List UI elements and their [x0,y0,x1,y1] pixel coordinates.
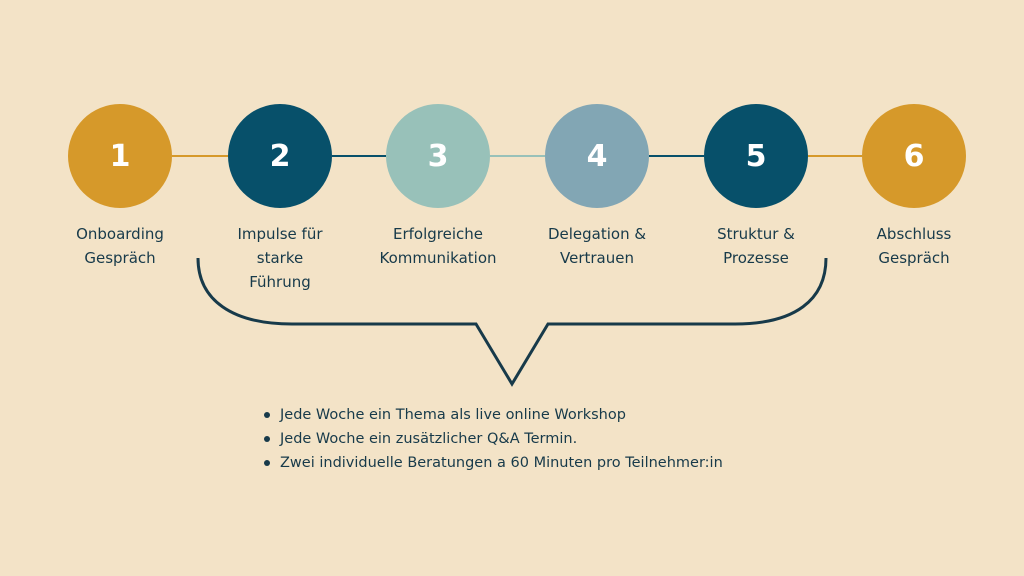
step-label-5: Struktur & Prozesse [717,225,795,267]
step-number: 5 [745,138,767,174]
step-circle-5: 5 [704,104,808,208]
step-number: 3 [427,138,449,174]
step-circle-3: 3 [386,104,490,208]
list-item: Jede Woche ein Thema als live online Wor… [262,403,723,427]
list-item: Jede Woche ein zusätzlicher Q&A Termin. [262,427,723,451]
list-item: Zwei individuelle Beratungen a 60 Minute… [262,451,723,475]
step-number: 4 [586,138,608,174]
step-label-4: Delegation & Vertrauen [547,225,647,267]
step-label-2: Impulse für starke Führung [237,225,323,291]
step-label-1: Onboarding Gespräch [76,225,164,267]
step-number: 6 [903,138,925,174]
step-number: 2 [269,138,291,174]
step-label-6: Abschluss Gespräch [876,225,952,267]
step-circle-2: 2 [228,104,332,208]
step-circle-1: 1 [68,104,172,208]
step-circle-4: 4 [545,104,649,208]
workshop-details-list: Jede Woche ein Thema als live online Wor… [262,403,723,475]
step-number: 1 [109,138,131,174]
step-circle-6: 6 [862,104,966,208]
step-label-3: Erfolgreiche Kommunikation [379,225,497,267]
